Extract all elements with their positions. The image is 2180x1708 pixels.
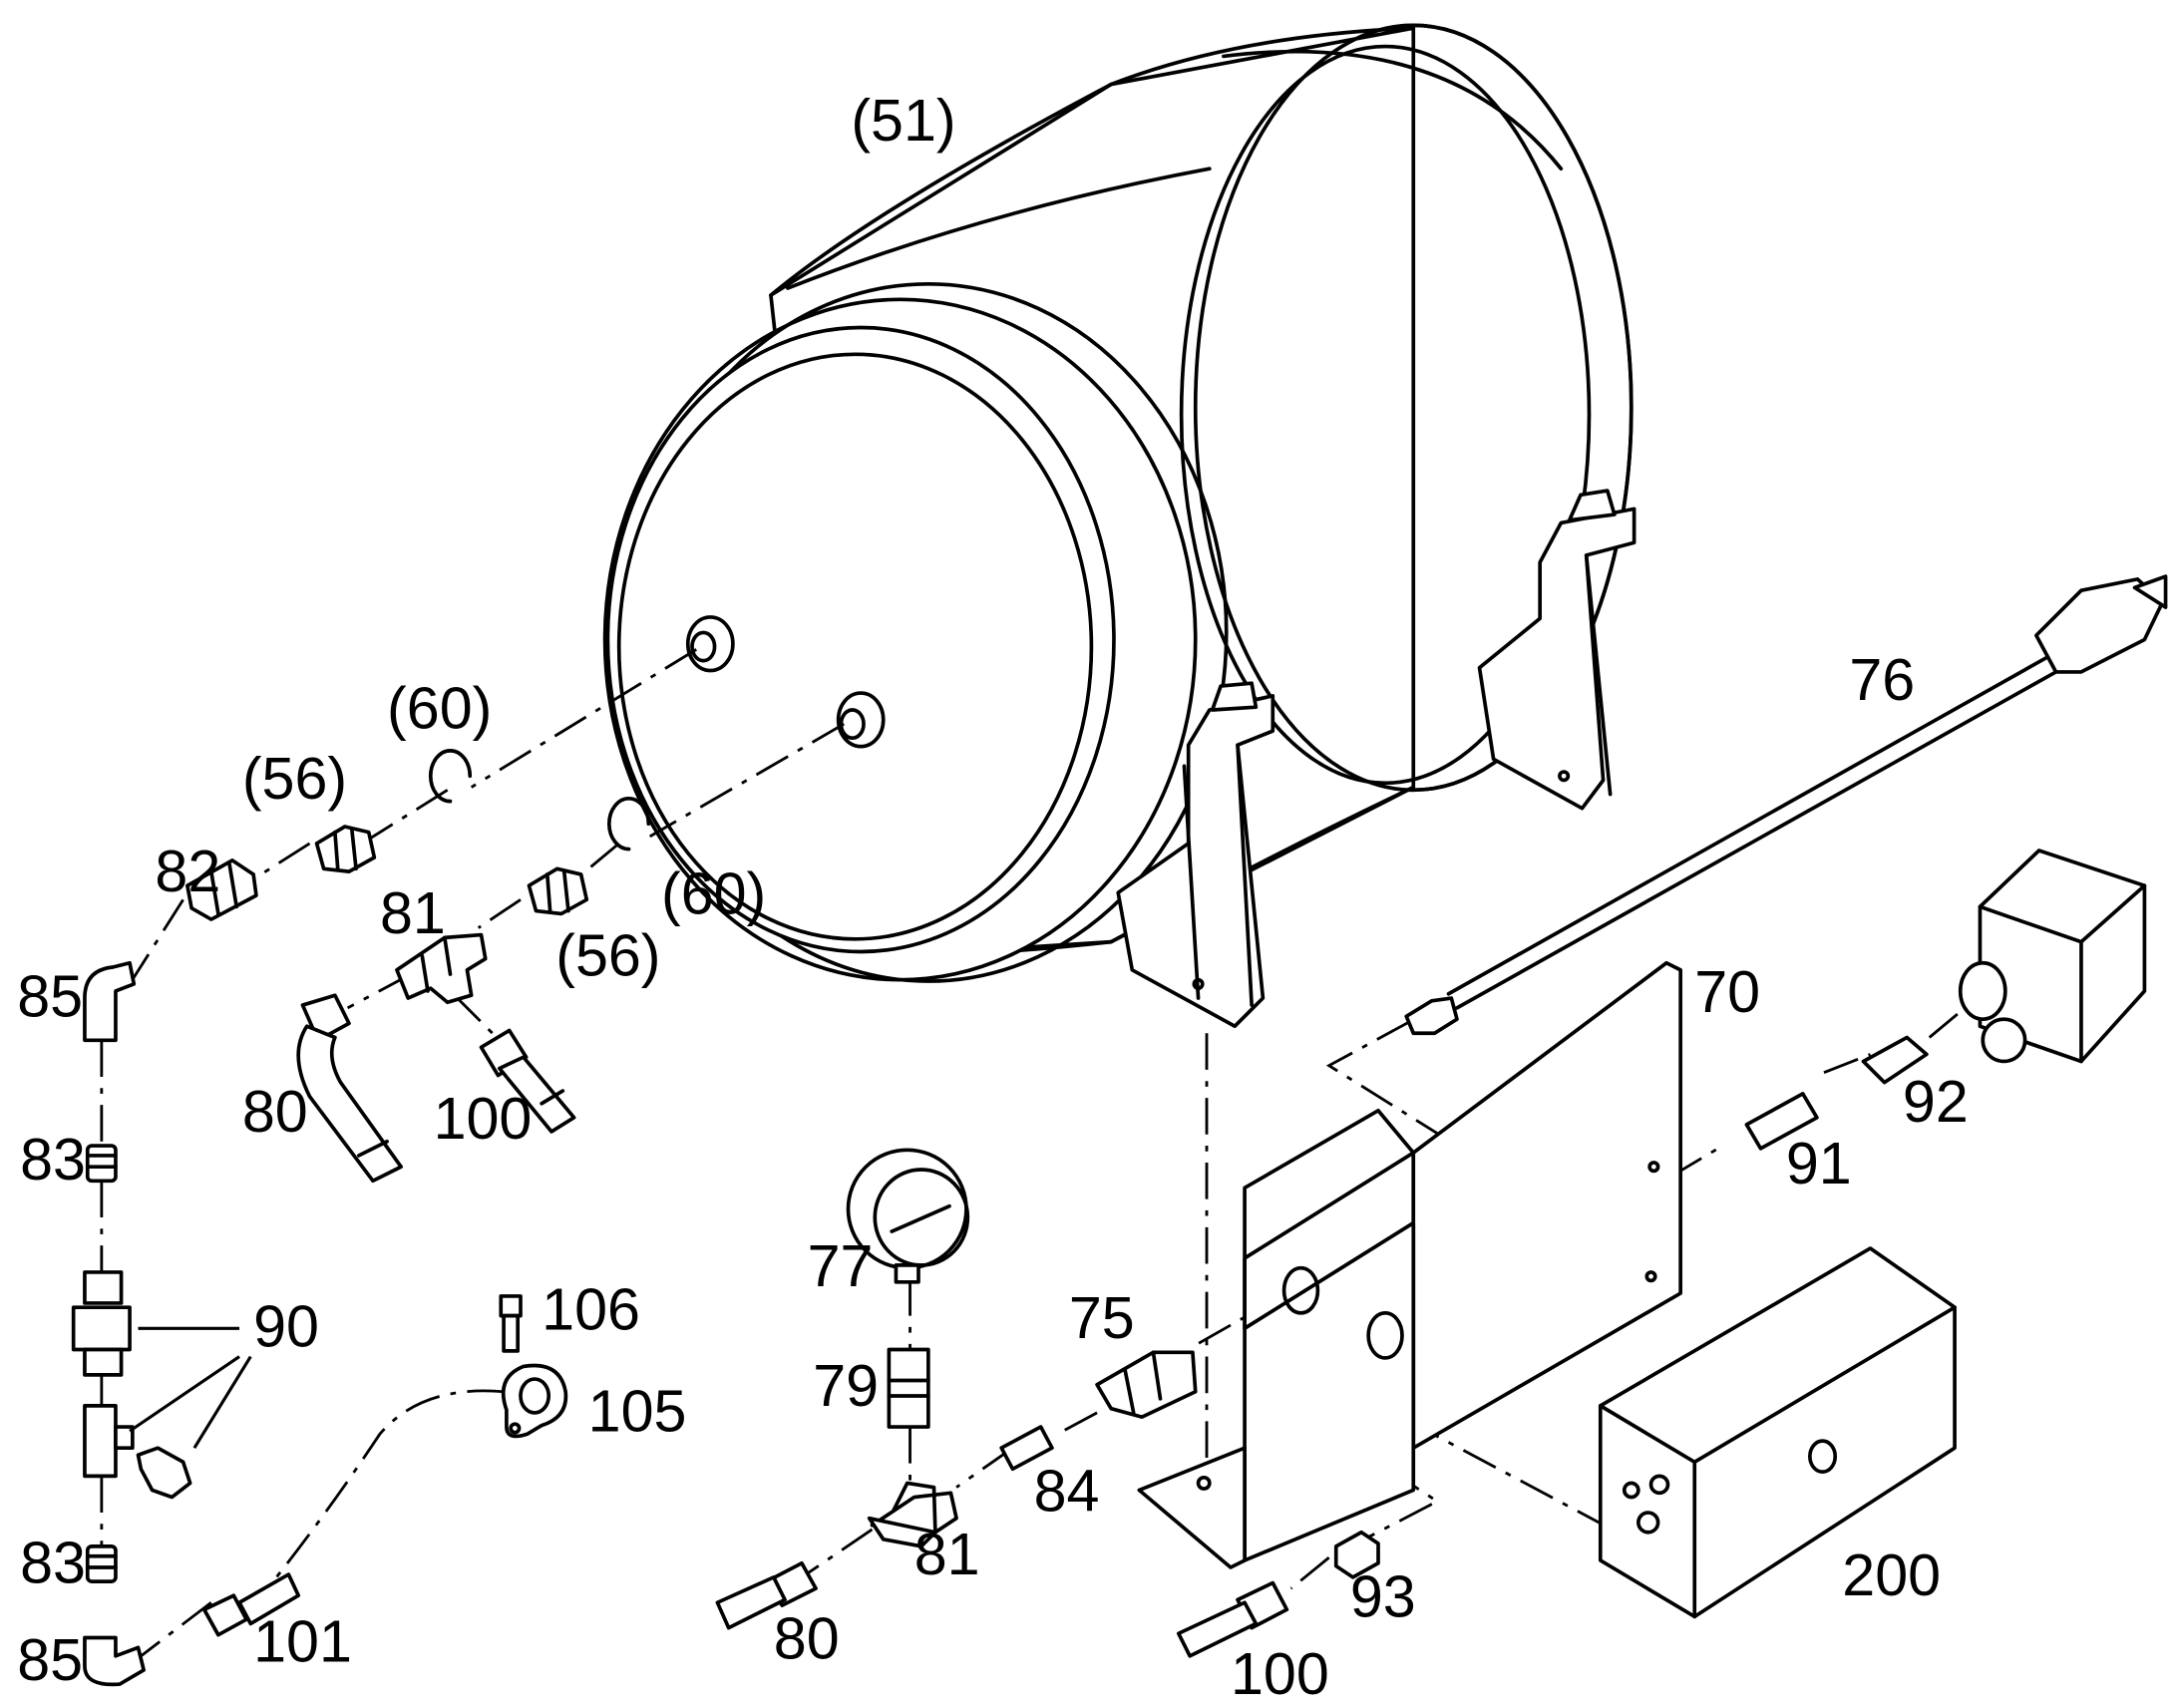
leader-lines [129, 1326, 252, 1449]
label-81-lower: 81 [914, 1521, 980, 1587]
label-56-lower: (56) [555, 921, 660, 988]
label-60-lower: (60) [661, 859, 766, 926]
nipple-84 [999, 1425, 1054, 1472]
screw-106 [499, 1294, 523, 1353]
label-85-lower: 85 [17, 1626, 83, 1693]
fitting-91 [1744, 1092, 1819, 1151]
label-92: 92 [1903, 1068, 1969, 1135]
label-105: 105 [588, 1377, 687, 1444]
ring-60-upper [428, 749, 473, 804]
elbow-85-upper [83, 960, 137, 1043]
probe-76 [1404, 574, 2168, 1036]
tee-90 [83, 1404, 192, 1500]
callout-labels: (51) (60) (60) (56) (56) 82 81 81 85 85 … [17, 87, 1969, 1707]
fitting-92 [1861, 1035, 1929, 1085]
label-80-lower: 80 [774, 1605, 840, 1672]
control-box-200 [1598, 1246, 1957, 1619]
tee-81-lower [867, 1481, 958, 1548]
nipple-83-upper [85, 1144, 118, 1184]
label-82: 82 [155, 838, 220, 904]
label-81-upper: 81 [380, 879, 446, 946]
label-101: 101 [253, 1607, 352, 1674]
label-93: 93 [1350, 1562, 1416, 1629]
label-77: 77 [808, 1232, 874, 1299]
tee-81-upper [395, 932, 488, 1005]
label-100-lower: 100 [1231, 1640, 1329, 1707]
valve-90 [71, 1270, 132, 1377]
plug-56-lower [527, 866, 589, 916]
label-70: 70 [1694, 958, 1760, 1025]
switch-box [1958, 849, 2147, 1064]
label-80-upper: 80 [242, 1078, 308, 1145]
hose-100-lower [1176, 1580, 1289, 1658]
union-75 [1095, 1350, 1198, 1419]
label-100-upper: 100 [434, 1085, 533, 1152]
nipple-83-lower [85, 1544, 118, 1583]
hose-80-lower [715, 1560, 818, 1630]
ring-60-lower [607, 797, 651, 852]
label-90: 90 [253, 1293, 319, 1360]
label-51: (51) [851, 87, 955, 154]
label-79: 79 [813, 1352, 879, 1419]
label-91: 91 [1786, 1130, 1852, 1196]
label-76: 76 [1849, 646, 1915, 713]
hose-80-upper [296, 993, 403, 1184]
label-60-upper: (60) [387, 674, 492, 741]
fitting-82 [185, 858, 258, 921]
plate-70 [1137, 960, 1682, 1569]
label-84: 84 [1034, 1458, 1100, 1525]
hose-100-upper [479, 1028, 576, 1134]
air-tank [602, 23, 1636, 1029]
fitting-79 [887, 1347, 930, 1429]
label-85-upper: 85 [17, 962, 83, 1029]
hose-101 [201, 1572, 301, 1637]
elbow-85-lower [83, 1635, 146, 1687]
plug-56-upper [314, 825, 377, 873]
label-83-upper: 83 [20, 1126, 86, 1193]
clamp-105 [501, 1363, 568, 1439]
label-200: 200 [1842, 1541, 1941, 1608]
label-75: 75 [1069, 1284, 1135, 1351]
label-56-upper: (56) [242, 745, 347, 812]
label-106: 106 [542, 1276, 640, 1343]
pressure-gauge-77 [846, 1148, 970, 1284]
nut-93 [1333, 1530, 1380, 1579]
label-83-lower: 83 [20, 1530, 86, 1596]
